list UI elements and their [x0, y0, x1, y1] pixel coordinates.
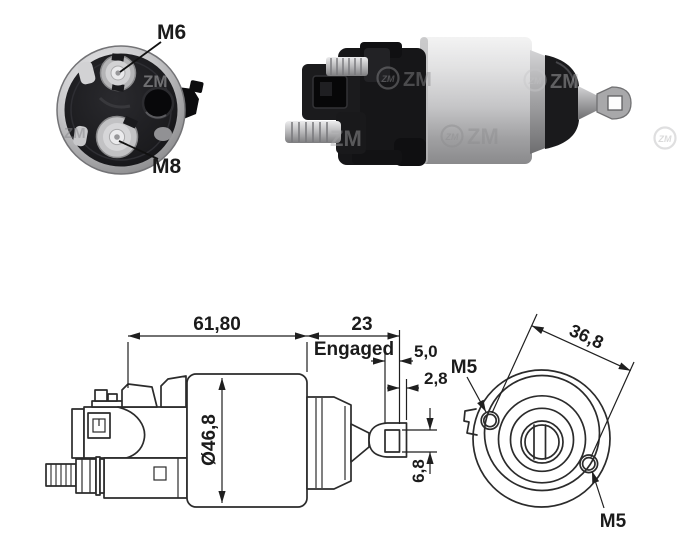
front-hole-m5-bottom [579, 454, 599, 474]
svg-text:36,8: 36,8 [566, 320, 606, 353]
watermark-logo-3: ZM [445, 132, 459, 142]
svg-text:23: 23 [351, 314, 372, 335]
side-front-cap-assembly [285, 42, 426, 166]
watermark-zm-4: ZM [330, 126, 362, 151]
label-m5-top: M5 [451, 357, 487, 413]
back-tab-lower [73, 125, 88, 147]
watermark-logo-2: ZM [528, 76, 542, 86]
side-plunger-neck [578, 86, 598, 120]
front-hole-m5-top [480, 410, 500, 431]
m6-leader-line [119, 41, 162, 73]
watermark-logo-5: ZM [658, 134, 672, 144]
label-m5-bottom: M5 [591, 470, 627, 532]
side-drawing-dimensions: 61,80 23 Engaged 5,0 2,8 [127, 314, 448, 503]
photo-back-view: ZM ZM M6 M8 [56, 21, 204, 178]
svg-text:6,8: 6,8 [409, 459, 428, 483]
svg-text:M5: M5 [600, 511, 627, 532]
watermark-zm-side-group: ZM ZM ZM ZM ZM ZM ZM ZM [330, 66, 677, 151]
watermark-zm-back-2: ZM [64, 125, 86, 142]
side-boot-highlight [555, 61, 576, 89]
m8-leader-line [118, 140, 159, 160]
front-drawing-dimensions: 36,8 M5 M5 [451, 313, 635, 532]
front-drawing-part [463, 369, 611, 508]
watermark-zm-1: ZM [403, 69, 432, 91]
svg-text:2,8: 2,8 [424, 369, 448, 388]
side-flange-ring [530, 50, 548, 154]
back-terminal-m6 [99, 53, 137, 92]
label-m6: M6 [157, 21, 186, 44]
watermark-zm-2: ZM [550, 71, 579, 93]
back-opening-highlight [145, 111, 167, 119]
photo-side-view: ZM ZM ZM ZM ZM ZM ZM ZM [285, 37, 677, 166]
dim-travel-note: Engaged [314, 339, 394, 360]
svg-text:5,0: 5,0 [414, 342, 438, 361]
watermark-logo-1: ZM [381, 74, 395, 84]
side-drawing-part [45, 373, 408, 508]
drawing-side-view: 61,80 23 Engaged 5,0 2,8 [45, 314, 448, 508]
back-tab-right [154, 127, 172, 141]
back-molding-line [98, 96, 131, 109]
dim-hole-spacing: 36,8 [491, 313, 635, 458]
back-terminal-m8 [95, 115, 139, 159]
side-hook-hole [607, 95, 623, 111]
drawing-front-view: 36,8 M5 M5 [451, 313, 635, 532]
dim-total-length: 61,80 [128, 314, 307, 340]
back-tab-upper [77, 61, 96, 85]
side-can-body [420, 37, 532, 164]
dim-eye-hole-height: 6,8 [402, 408, 437, 483]
watermark-zm-back-1: ZM [143, 72, 168, 91]
watermark-zm-3: ZM [467, 124, 499, 149]
svg-text:61,80: 61,80 [193, 314, 241, 335]
dim-eye-hole-width: 5,0 [371, 342, 438, 365]
svg-text:Ø46,8: Ø46,8 [199, 414, 220, 466]
dim-plunger-travel: 23 Engaged [307, 314, 400, 360]
svg-text:M5: M5 [451, 357, 478, 378]
dim-body-diameter: Ø46,8 [199, 378, 226, 503]
side-rubber-boot [545, 55, 579, 149]
label-m8: M8 [152, 155, 181, 178]
dim-eye-wall: 2,8 [387, 369, 448, 392]
